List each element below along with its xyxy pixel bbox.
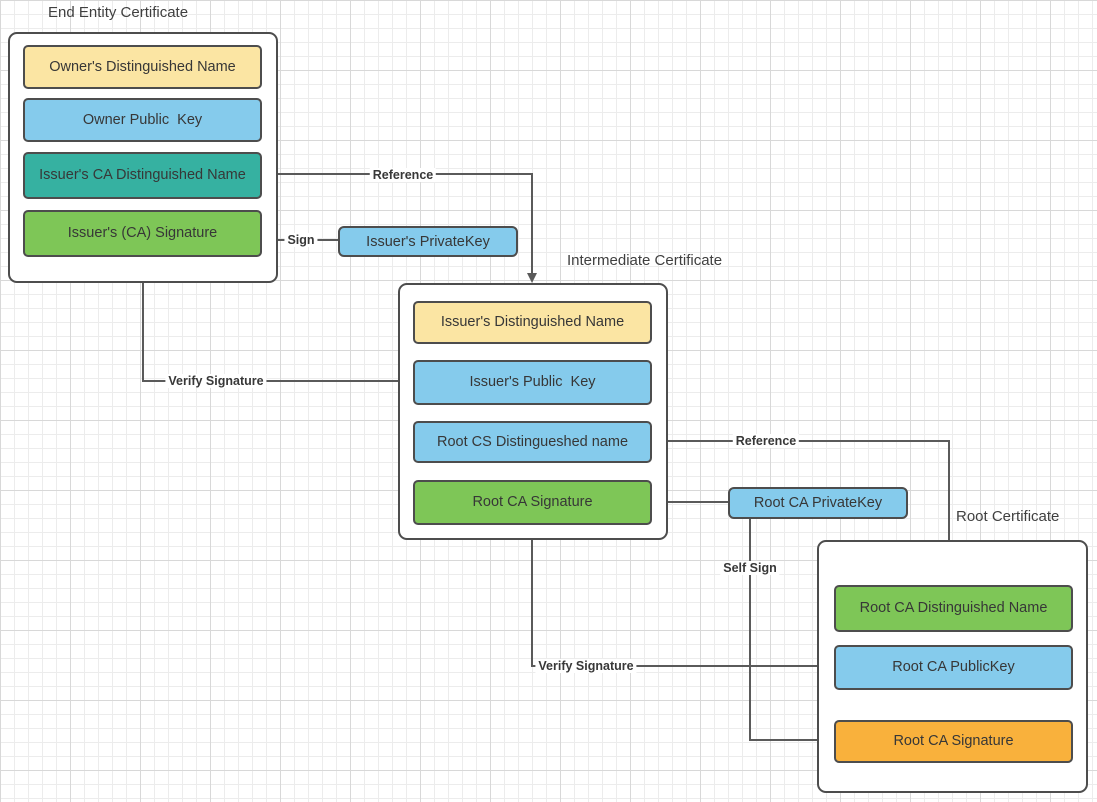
end-entity-certificate-title: End Entity Certificate bbox=[48, 4, 189, 21]
intermediate-certificate-title: Intermediate Certificate bbox=[567, 252, 723, 269]
connector-verify-bottom-vline bbox=[531, 534, 533, 667]
connector-label-sign: Sign bbox=[284, 233, 318, 247]
field-root-ca-signature-root: Root CA Signature bbox=[834, 720, 1073, 763]
connector-reference-mid-hline bbox=[652, 440, 949, 442]
field-issuers-ca-distinguished-name: Issuer's CA Distinguished Name bbox=[23, 152, 262, 199]
root-certificate-title: Root Certificate bbox=[956, 508, 1060, 525]
field-issuers-distinguished-name: Issuer's Distinguished Name bbox=[413, 301, 652, 344]
field-issuers-public-key: Issuer's Public Key bbox=[413, 360, 652, 405]
connector-label-verify-bottom: Verify Signature bbox=[535, 659, 637, 673]
connector-verify-left-hline bbox=[142, 380, 413, 382]
field-issuers-ca-signature: Issuer's (CA) Signature bbox=[23, 210, 262, 257]
connector-self-sign-hline bbox=[749, 739, 823, 741]
field-root-ca-publickey: Root CA PublicKey bbox=[834, 645, 1073, 690]
connector-label-self-sign: Self Sign bbox=[720, 561, 780, 575]
field-owner-public-key: Owner Public Key bbox=[23, 98, 262, 142]
connector-verify-left-vline bbox=[142, 265, 144, 382]
box-issuers-privatekey: Issuer's PrivateKey bbox=[338, 226, 518, 257]
arrowhead-down-icon bbox=[527, 273, 537, 283]
field-root-ca-distinguished-name: Root CA Distinguished Name bbox=[834, 585, 1073, 632]
connector-label-reference-mid: Reference bbox=[732, 434, 800, 448]
box-root-ca-privatekey: Root CA PrivateKey bbox=[728, 487, 908, 519]
connector-label-verify-left: Verify Signature bbox=[165, 374, 267, 388]
connector-label-reference-top: Reference bbox=[369, 168, 437, 182]
field-owners-distinguished-name: Owner's Distinguished Name bbox=[23, 45, 262, 89]
connector-self-sign-vline bbox=[749, 519, 751, 741]
connector-reference-top-vline bbox=[531, 173, 533, 275]
connector-reference-mid-vline bbox=[948, 440, 950, 577]
connector-rootpk-sign-hline bbox=[663, 501, 728, 503]
field-root-ca-signature-intermediate: Root CA Signature bbox=[413, 480, 652, 525]
field-root-cs-distingueshed-name: Root CS Distingueshed name bbox=[413, 421, 652, 463]
connector-verify-bottom-hline bbox=[531, 665, 834, 667]
